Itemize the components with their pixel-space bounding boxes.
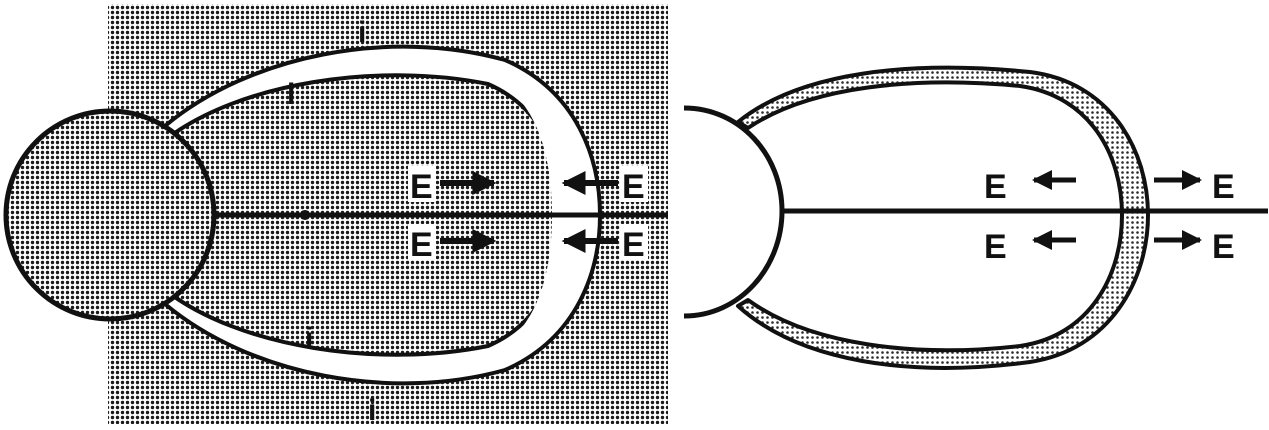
ion-label-bottom-inner: i xyxy=(305,322,313,355)
left-planet xyxy=(6,111,214,319)
left-e-label-lower-right: E xyxy=(622,226,645,264)
ion-label-top-inner: i xyxy=(287,78,295,111)
left-panel: i i i i E E E E xyxy=(6,4,668,427)
left-e-label-lower-left: E xyxy=(410,226,433,264)
right-e-label-lower-left: E xyxy=(984,228,1007,266)
left-e-label-upper-left: E xyxy=(410,168,433,206)
right-planet xyxy=(684,108,782,316)
right-e-label-upper-right: E xyxy=(1212,168,1235,206)
right-e-label-upper-left: E xyxy=(984,168,1007,206)
left-e-label-upper-right: E xyxy=(622,168,645,206)
right-panel: E E E E xyxy=(684,68,1268,368)
right-e-label-lower-right: E xyxy=(1212,228,1235,266)
left-equator-dot xyxy=(300,210,310,220)
ion-label-bottom-outer: i xyxy=(368,394,376,427)
ion-label-top-outer: i xyxy=(358,16,366,49)
right-magnetosphere-band xyxy=(738,68,1148,368)
